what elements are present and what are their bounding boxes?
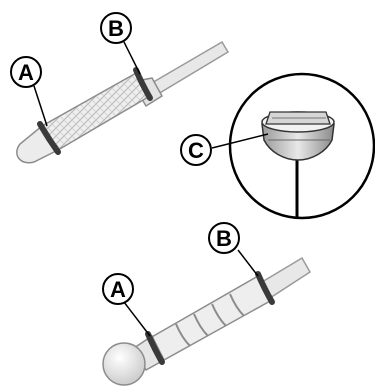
- callout-label-upper-max: B: [108, 16, 124, 41]
- callout-label-cap: C: [188, 138, 204, 163]
- upper-callout-min: A: [11, 57, 47, 126]
- lower-blade-marked: [150, 276, 272, 360]
- callout-label-upper-min: A: [18, 60, 34, 85]
- upper-blade-marked: [42, 72, 150, 150]
- lower-dipstick: [103, 258, 310, 385]
- upper-callout-max: B: [101, 13, 140, 74]
- callout-label-lower-max: B: [216, 226, 232, 251]
- detail-circle: [230, 74, 374, 218]
- callout-label-lower-min: A: [110, 277, 126, 302]
- lower-bulb: [103, 343, 145, 385]
- lower-callout-max: B: [209, 223, 258, 276]
- upper-shaft: [150, 42, 228, 94]
- lower-callout-min: A: [103, 274, 150, 336]
